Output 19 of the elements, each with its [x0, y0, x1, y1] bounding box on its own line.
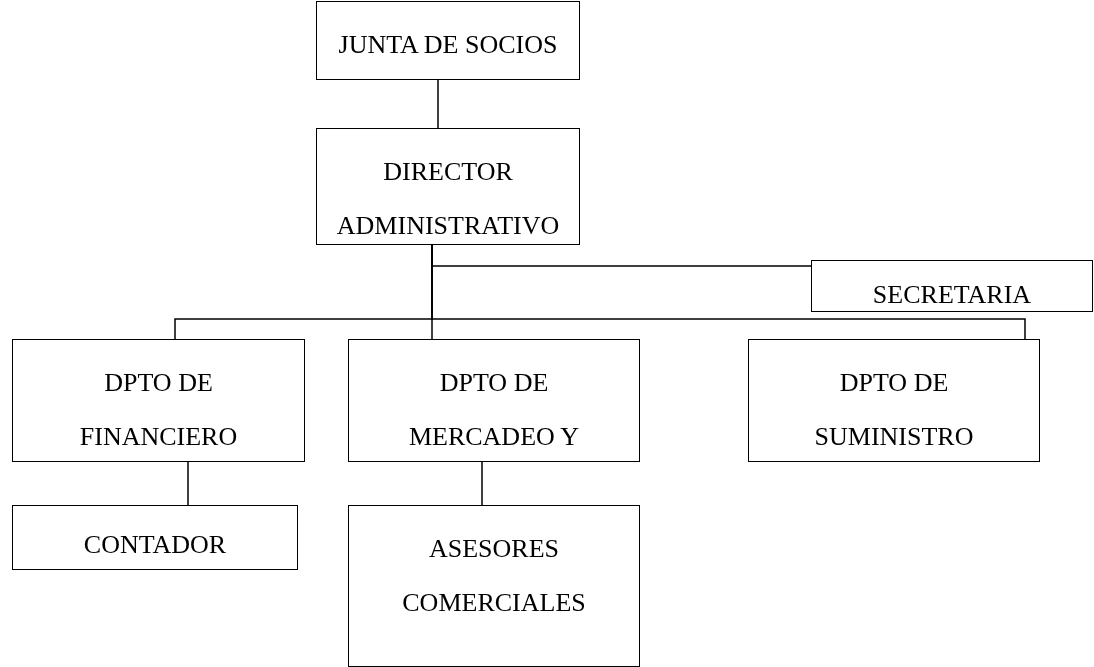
- connector-line: [187, 461, 189, 506]
- box-label: SECRETARIA: [872, 279, 1032, 311]
- box-label: DPTO DE MERCADEO Y: [407, 367, 581, 453]
- org-box: [12, 339, 305, 462]
- org-box: [12, 505, 298, 570]
- org-box: [316, 1, 580, 80]
- org-box: [348, 505, 640, 667]
- connector-line: [437, 79, 439, 129]
- box-label: CONTADOR: [83, 529, 227, 561]
- org-box: [348, 339, 640, 462]
- box-label: DIRECTOR ADMINISTRATIVO: [336, 156, 560, 242]
- org-box: [811, 260, 1093, 312]
- connector-line: [481, 461, 483, 506]
- org-box: [748, 339, 1040, 462]
- org-box: [316, 128, 580, 245]
- box-label: DPTO DE FINANCIERO: [78, 367, 239, 453]
- box-label: DPTO DE SUMINISTRO: [813, 367, 975, 453]
- box-label: JUNTA DE SOCIOS: [338, 29, 558, 61]
- box-label: ASESORES COMERCIALES: [401, 533, 587, 619]
